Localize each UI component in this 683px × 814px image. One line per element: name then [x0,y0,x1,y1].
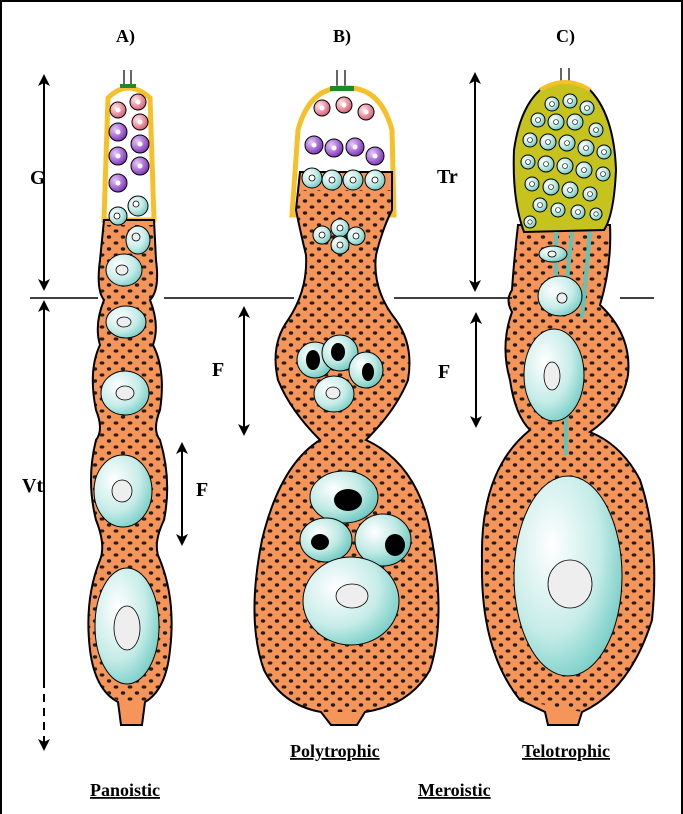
panel-label-c: C) [556,26,575,47]
follicle-label-a: F [196,479,208,501]
polytrophic-label: Polytrophic [290,741,380,761]
panoistic-ovariole [88,70,171,725]
panoistic-label: Panoistic [90,780,160,800]
telotrophic-label: Telotrophic [522,741,610,761]
panel-label-b: B) [333,26,351,47]
meroistic-label: Meroistic [418,780,491,800]
follicle-label-b: F [212,359,224,381]
vitellarium-label: Vt [22,475,43,497]
tropharium-label: Tr [437,166,458,188]
polytrophic-ovariole [254,70,438,725]
follicle-label-c: F [438,361,450,383]
germarium-label: G [30,167,46,189]
telotrophic-ovariole [482,68,654,725]
panel-label-a: A) [116,26,135,47]
